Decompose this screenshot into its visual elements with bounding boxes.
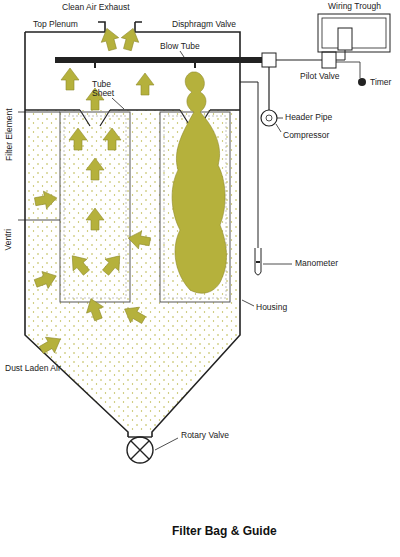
manometer (255, 248, 261, 275)
part-label: Wiring Trough (328, 2, 381, 11)
timer (358, 78, 366, 86)
manometer-tube (240, 82, 258, 248)
leader-line (180, 51, 184, 57)
header-pipe (261, 110, 277, 126)
part-label: Clean Air Exhaust (62, 3, 130, 12)
manometer-fluid (256, 261, 260, 263)
part-label: Ventri (4, 229, 13, 251)
leader-line (18, 220, 60, 221)
figure-caption: Filter Bag & Guide (172, 524, 277, 538)
leader-line (242, 300, 254, 306)
flow-arrows (33, 26, 154, 358)
solenoid (338, 28, 352, 50)
leader-line (276, 118, 283, 132)
part-label: Top Plenum (33, 20, 78, 29)
part-label: Pilot Valve (300, 72, 340, 81)
pulse-cloud (172, 72, 226, 293)
part-label: Housing (256, 303, 287, 312)
nozzle (95, 63, 195, 68)
valve-flange (128, 436, 152, 437)
part-label: Blow Tube (160, 42, 200, 51)
part-label: Disphragm Valve (172, 20, 236, 29)
housing-outline (25, 22, 240, 437)
pilot-line (276, 59, 322, 60)
header-pipe (266, 115, 272, 121)
wiring-trough (318, 14, 390, 52)
blow-tube (55, 57, 270, 63)
pilot-valve (322, 52, 336, 68)
part-label: Filter Element (4, 109, 13, 161)
leader-line (155, 438, 178, 450)
part-label: Compressor (283, 131, 329, 140)
leader-line (263, 264, 292, 265)
header-riser (268, 67, 269, 110)
leader-line (18, 112, 60, 113)
part-label: Dust Laden Air (5, 364, 61, 373)
rotary-valve (127, 437, 153, 463)
timer-wire (336, 62, 360, 78)
part-label: Tube Sheet (92, 80, 122, 99)
filter-bag (60, 112, 130, 302)
part-label: Rotary Valve (181, 431, 229, 440)
part-label: Timer (370, 78, 391, 87)
bag-cage (64, 116, 126, 298)
leader-line (112, 98, 124, 109)
part-label: Manometer (295, 259, 338, 268)
part-label: Header Pipe (285, 113, 332, 122)
diaphragm-valve (262, 53, 276, 67)
wiring-trough (322, 18, 386, 48)
solenoid-wire (336, 50, 345, 60)
tube-sheet (25, 109, 240, 111)
rotary-vane (131, 441, 149, 459)
